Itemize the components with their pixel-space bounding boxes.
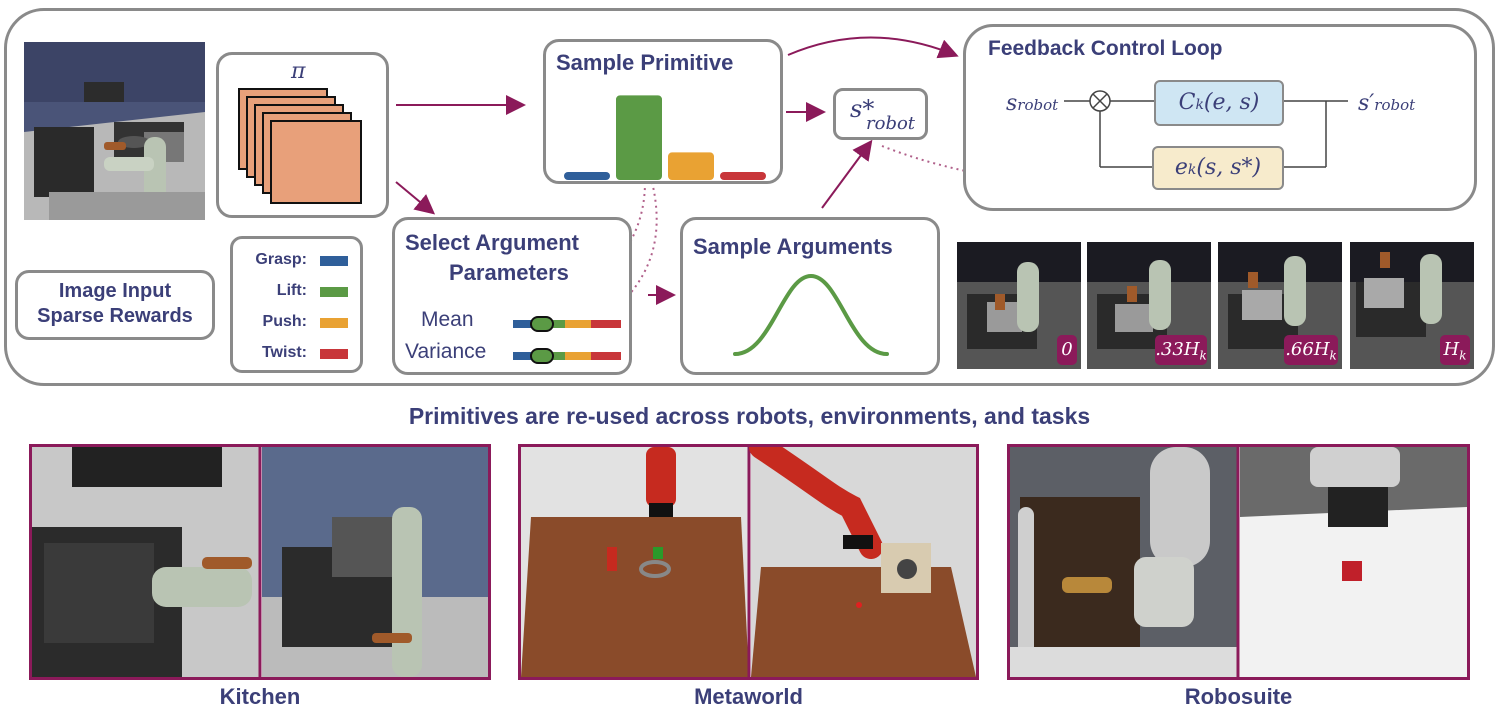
env-label-kitchen: Kitchen bbox=[219, 684, 301, 709]
variance-param-bar bbox=[513, 348, 621, 364]
timestep-frame-0: 0 bbox=[957, 242, 1081, 369]
sample-primitive-box: Sample Primitive bbox=[543, 39, 783, 184]
gaussian-curve bbox=[733, 273, 889, 356]
input-image bbox=[24, 42, 205, 220]
policy-symbol: π bbox=[291, 59, 306, 84]
timestep-frame-3: Hk bbox=[1350, 242, 1474, 369]
env-panel-metaworld bbox=[518, 444, 979, 680]
legend-label-push: Push: bbox=[262, 313, 307, 330]
sample-args-title: Sample Arguments bbox=[693, 234, 893, 259]
legend-swatch-lift bbox=[320, 287, 348, 297]
primitive-bar-chart bbox=[564, 95, 766, 180]
env-panel-kitchen bbox=[29, 444, 491, 680]
feedback-input: srobot bbox=[1006, 91, 1059, 116]
target-subscript: robot bbox=[866, 113, 916, 134]
timestep-frame-2: .66Hk bbox=[1218, 242, 1342, 369]
timestep-frame-1: .33Hk bbox=[1087, 242, 1211, 369]
feedback-output: s′robot bbox=[1358, 91, 1416, 116]
input-box: Image Input Sparse Rewards bbox=[15, 270, 215, 340]
feedback-title: Feedback Control Loop bbox=[988, 37, 1223, 60]
feedback-wiring bbox=[1064, 90, 1348, 168]
env-label-metaworld: Metaworld bbox=[694, 684, 803, 709]
controller-block: Ck(e, s) bbox=[1154, 80, 1284, 126]
legend-swatch-grasp bbox=[320, 256, 348, 266]
mean-label: Mean bbox=[421, 308, 474, 331]
target-box: s* robot bbox=[833, 88, 928, 140]
legend-label-grasp: Grasp: bbox=[255, 251, 307, 268]
timestep-badge-3: Hk bbox=[1440, 335, 1470, 365]
select-args-title-2: Parameters bbox=[449, 260, 569, 285]
primitive-bar-twist bbox=[720, 172, 766, 180]
input-line1: Image Input bbox=[58, 280, 172, 302]
mean-param-bar bbox=[513, 316, 621, 332]
caption: Primitives are re-used across robots, en… bbox=[408, 403, 1091, 429]
legend-swatch-push bbox=[320, 318, 348, 328]
arrow-policy-to-select bbox=[395, 181, 436, 215]
legend-label-twist: Twist: bbox=[261, 344, 307, 361]
legend-label-lift: Lift: bbox=[276, 282, 307, 299]
env-panel-robosuite bbox=[1007, 444, 1470, 680]
select-args-box: Select Argument Parameters Mean Variance bbox=[392, 217, 632, 375]
primitive-bar-push bbox=[668, 152, 714, 180]
timestep-badge-0: 0 bbox=[1057, 335, 1077, 365]
policy-network-stack bbox=[238, 88, 362, 204]
legend-box: Grasp: Lift: Push: Twist: bbox=[230, 236, 363, 373]
legend-swatch-twist bbox=[320, 349, 348, 359]
feedback-loop-box: Feedback Control Loop srobot Ck(e, s) ek… bbox=[963, 24, 1477, 211]
timestep-badge-2: .66Hk bbox=[1284, 335, 1338, 365]
select-args-title-1: Select Argument bbox=[405, 230, 580, 255]
variance-label: Variance bbox=[405, 340, 487, 363]
primitive-bar-lift bbox=[616, 95, 662, 180]
arrow-args-to-target bbox=[821, 139, 873, 209]
arrow-primitive-to-feedback bbox=[787, 36, 959, 59]
timestep-badge-1: .33Hk bbox=[1155, 335, 1207, 365]
error-block: ek(s, s*) bbox=[1152, 146, 1284, 190]
target-label: s* bbox=[850, 95, 875, 123]
policy-box: π bbox=[216, 52, 389, 218]
env-label-robosuite: Robosuite bbox=[1184, 684, 1293, 709]
sample-primitive-title: Sample Primitive bbox=[556, 50, 734, 75]
sample-args-box: Sample Arguments bbox=[680, 217, 940, 375]
input-line2: Sparse Rewards bbox=[37, 305, 193, 327]
primitive-bar-grasp bbox=[564, 172, 610, 180]
